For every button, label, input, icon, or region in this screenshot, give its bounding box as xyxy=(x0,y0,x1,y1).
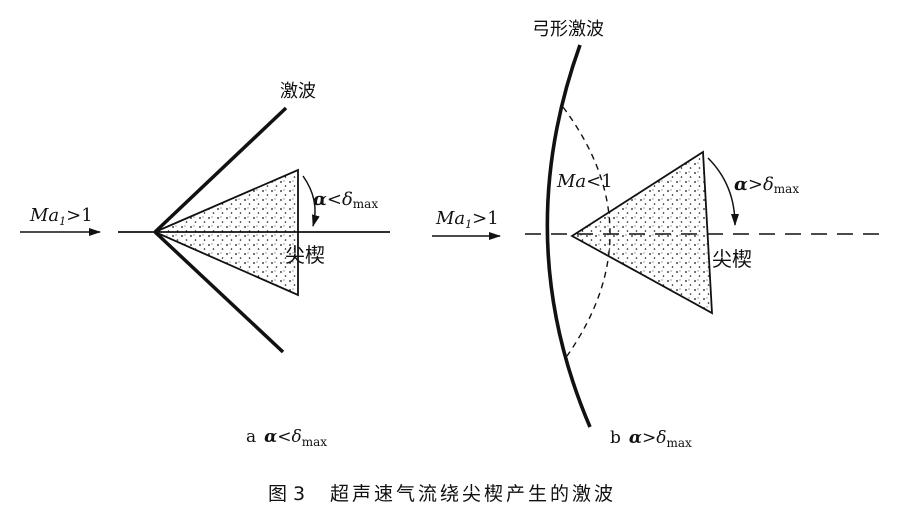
left-mach-label: Ma1>1 xyxy=(29,205,93,228)
left-angle-label: α<δmax xyxy=(313,189,378,211)
left-shock-label: 激波 xyxy=(280,81,316,102)
figure-title: 超声速气流绕尖楔产生的激波 xyxy=(330,483,616,505)
right-angle-label: α>δmax xyxy=(734,174,799,196)
left-lower-shock xyxy=(153,230,285,354)
left-upper-shock xyxy=(153,106,288,234)
right-shock-label: 弓形激波 xyxy=(532,19,604,40)
figure-caption: 图 3 超声速气流绕尖楔产生的激波 xyxy=(268,483,616,505)
right-bow-shock xyxy=(545,44,592,428)
left-wedge-label: 尖楔 xyxy=(285,243,325,267)
right-mach-label: Ma1>1 xyxy=(435,208,499,231)
figure-number: 图 3 xyxy=(268,483,305,505)
left-angle-arc xyxy=(302,175,320,227)
right-angle-arc xyxy=(707,157,739,226)
right-wedge-label: 尖楔 xyxy=(712,247,752,271)
right-subsonic-label: Ma<1 xyxy=(556,171,613,192)
right-wedge xyxy=(570,150,713,315)
